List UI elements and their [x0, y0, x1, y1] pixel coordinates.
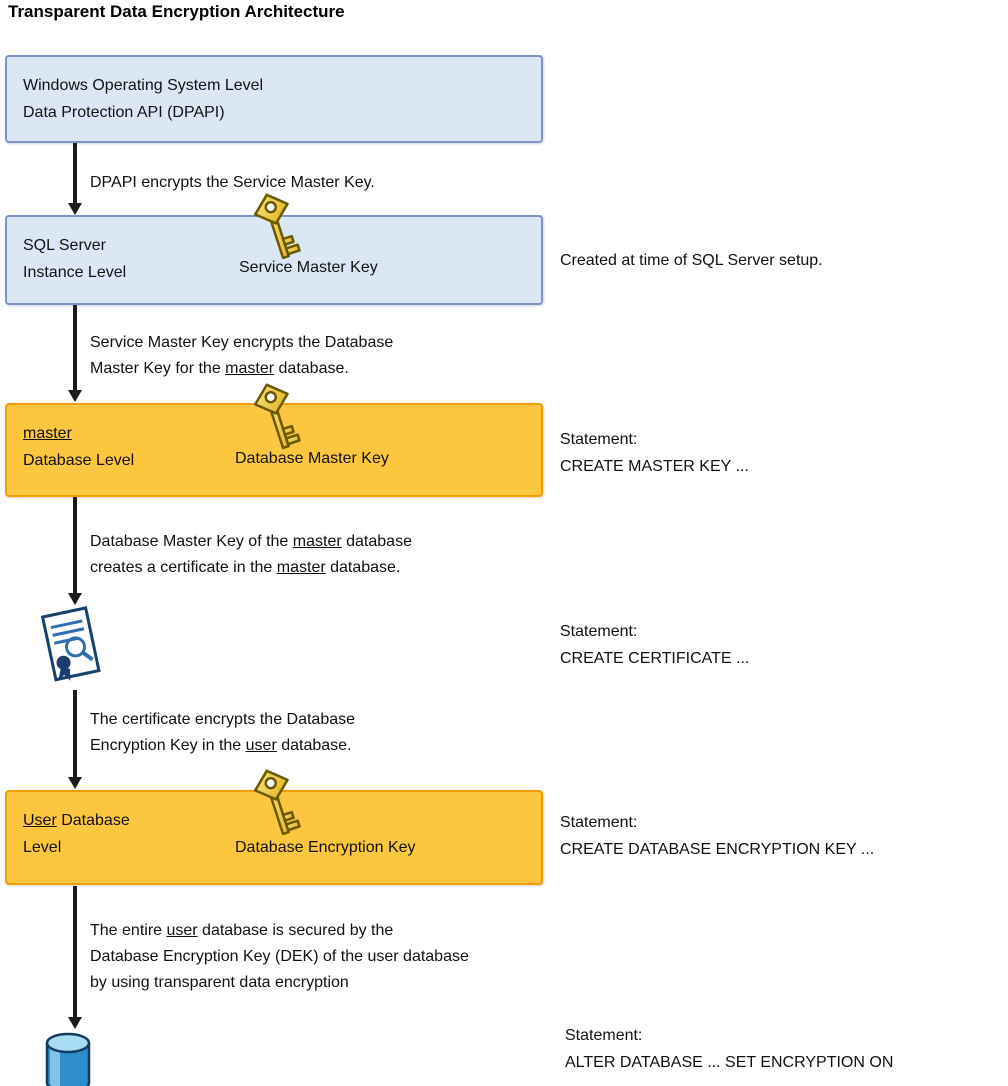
database-encryption-key-label: Database Encryption Key: [235, 839, 416, 856]
database-cylinder-icon: [45, 1032, 91, 1086]
user-db-text: User Database Level: [23, 807, 130, 861]
dpapi-box: Windows Operating System Level Data Prot…: [5, 55, 543, 143]
note-master-db: Statement: CREATE MASTER KEY ...: [560, 431, 749, 475]
arrow-head-icon: [68, 390, 82, 402]
arrow-dpapi-to-instance: [68, 143, 82, 215]
edge-label-smk: Service Master Key encrypts the Database…: [90, 334, 394, 377]
edge-label-dek: The entire user database is secured by t…: [90, 922, 469, 991]
sql-instance-box: SQL Server Instance Level Service Master…: [5, 193, 543, 305]
user-db-line1: User Database: [23, 812, 130, 829]
edge-label-dpapi: DPAPI encrypts the Service Master Key.: [90, 174, 375, 191]
master-db-line1: master: [23, 425, 72, 442]
arrow-instance-to-master: [68, 305, 82, 402]
note-sql-instance: Created at time of SQL Server setup.: [560, 252, 823, 269]
master-db-line2: Database Level: [23, 452, 135, 469]
arrow-head-icon: [68, 777, 82, 789]
arrow-head-icon: [68, 593, 82, 605]
arrow-master-to-cert: [68, 497, 82, 605]
sql-instance-text: SQL Server Instance Level: [23, 232, 126, 286]
master-db-text: master Database Level: [23, 420, 134, 474]
arrow-head-icon: [68, 203, 82, 215]
diagram-title: Transparent Data Encryption Architecture: [8, 2, 345, 21]
note-user-db: Statement: CREATE DATABASE ENCRYPTION KE…: [560, 814, 875, 858]
user-db-line2: Level: [23, 839, 62, 856]
key-icon: [253, 193, 301, 260]
arrow-cert-to-user: [68, 690, 82, 789]
dpapi-line1: Windows Operating System Level: [23, 77, 264, 94]
arrow-head-icon: [68, 1017, 82, 1029]
database-master-key-label: Database Master Key: [235, 450, 389, 467]
master-db-box: master Database Level Database Master Ke…: [5, 383, 543, 497]
sql-instance-line1: SQL Server: [23, 237, 106, 254]
arrow-user-to-db: [68, 886, 82, 1029]
key-icon: [253, 769, 301, 836]
sql-instance-line2: Instance Level: [23, 264, 127, 281]
user-db-box: User Database Level Database Encryption …: [5, 769, 543, 885]
key-icon: [253, 383, 301, 450]
edge-label-dmk: Database Master Key of the master databa…: [90, 533, 412, 576]
service-master-key-label: Service Master Key: [239, 259, 378, 276]
note-certificate: Statement: CREATE CERTIFICATE ...: [560, 623, 750, 667]
note-database: Statement: ALTER DATABASE ... SET ENCRYP…: [565, 1027, 894, 1071]
dpapi-line2: Data Protection API (DPAPI): [23, 104, 225, 121]
edge-label-cert: The certificate encrypts the Database En…: [90, 711, 356, 754]
dpapi-box-text: Windows Operating System Level Data Prot…: [23, 72, 263, 126]
certificate-icon: [40, 606, 101, 682]
